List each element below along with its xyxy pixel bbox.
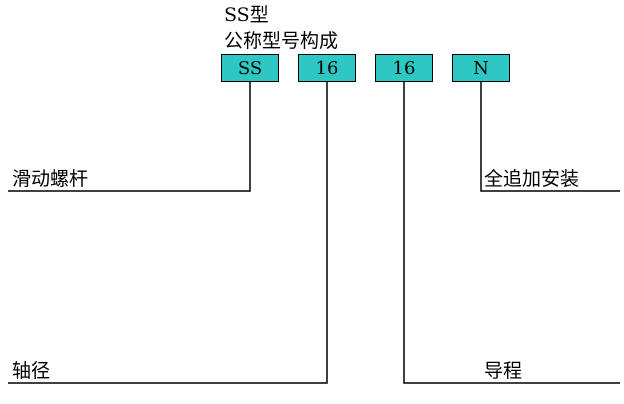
leader-line-sliding-screw [8,82,251,192]
label-shaft-diameter: 轴径 [12,360,51,382]
code-box-series: SS [221,54,279,82]
label-sliding-screw: 滑动螺杆 [12,168,89,190]
title-series: SS型 [224,4,269,26]
code-box-mounting: N [452,54,510,82]
leader-line-shaft-diameter [8,82,328,384]
title-model-structure: 公称型号构成 [224,30,339,52]
label-lead: 导程 [484,360,523,382]
code-box-lead: 16 [375,54,433,82]
label-full-mounting: 全追加安装 [484,168,580,190]
code-box-shaft-diameter: 16 [298,54,356,82]
leader-line-full-mounting [480,82,620,192]
leader-line-lead [403,82,620,384]
